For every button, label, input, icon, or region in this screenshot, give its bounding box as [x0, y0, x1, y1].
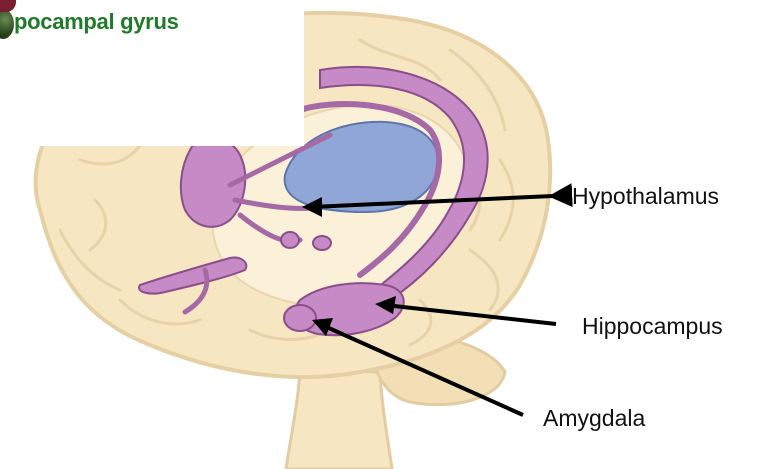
mammillary-body-1 — [281, 232, 299, 248]
top-caption: pocampal gyrus — [14, 9, 179, 35]
label-amygdala: Amygdala — [543, 405, 645, 432]
label-hypothalamus: Hypothalamus — [572, 183, 719, 210]
caption-overlay: pocampal gyrus — [0, 0, 304, 146]
globe-icon — [0, 9, 14, 39]
label-hippocampus: Hippocampus — [582, 313, 723, 340]
mammillary-body-2 — [313, 236, 331, 250]
brainstem — [286, 370, 392, 469]
amygdala-structure — [284, 305, 316, 331]
